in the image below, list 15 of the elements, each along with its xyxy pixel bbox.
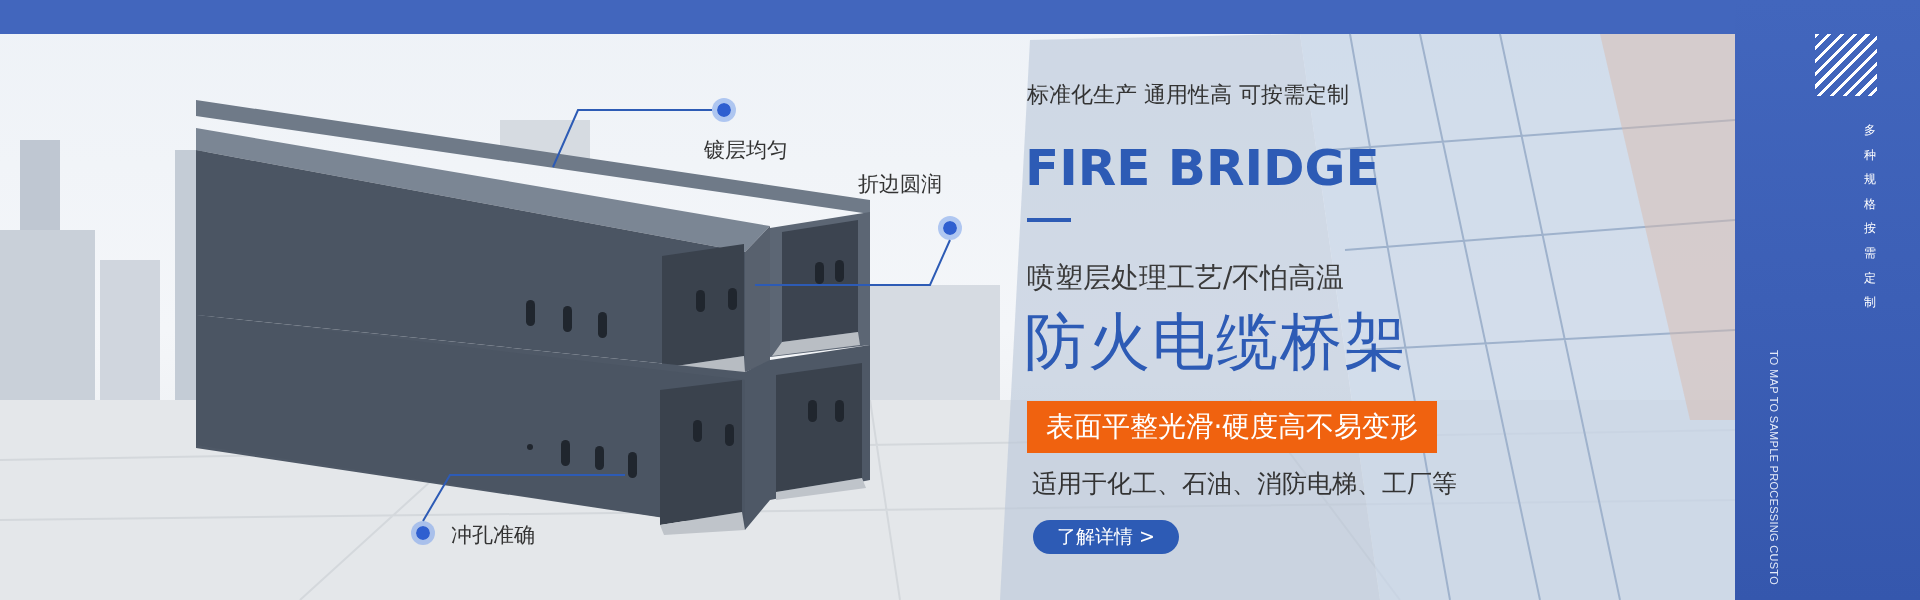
leader-line xyxy=(422,474,626,522)
leader-line xyxy=(552,109,713,168)
english-title: FIRE BRIDGE xyxy=(1025,140,1380,198)
main-title: 防火电缆桥架 xyxy=(1024,306,1408,378)
callout-label: 折边圆润 xyxy=(858,171,942,198)
tagline: 标准化生产 通用性高 可按需定制 xyxy=(1027,82,1349,108)
vertical-tagline: TO MAP TO SAMPLE PROCESSING CUSTO xyxy=(1768,350,1780,586)
callout-label: 冲孔准确 xyxy=(451,522,535,549)
leader-line xyxy=(754,239,951,286)
callout-label: 镀层均匀 xyxy=(704,137,788,164)
details-button: 了解详情 > xyxy=(1033,520,1179,554)
feature-banner: 表面平整光滑·硬度高不易变形 xyxy=(1027,401,1437,453)
application-text: 适用于化工、石油、消防电梯、工厂等 xyxy=(1032,470,1457,499)
vertical-slogan: 多种规格按需定制 xyxy=(1864,122,1876,312)
subtitle: 喷塑层处理工艺/不怕高温 xyxy=(1027,262,1345,295)
